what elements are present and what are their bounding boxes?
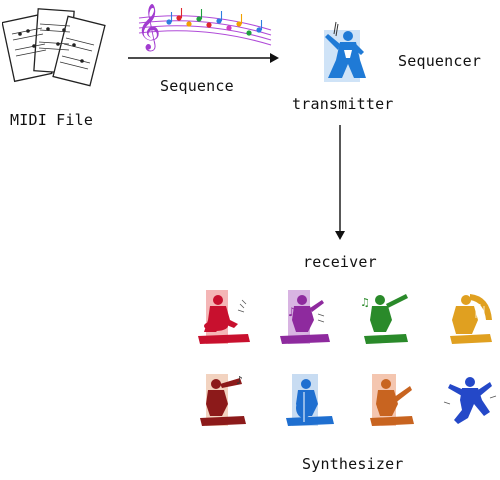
sheet-music-pages-icon xyxy=(2,4,106,104)
harpist-icon xyxy=(440,290,500,348)
clarinetist-icon: ♫ xyxy=(356,290,416,348)
drummer-icon xyxy=(194,290,254,348)
dancer-icon xyxy=(440,372,500,430)
sequence-arrow xyxy=(128,50,280,66)
sequence-label: Sequence xyxy=(160,77,234,95)
midi-file-label: MIDI File xyxy=(10,111,94,129)
svg-text:𝄞: 𝄞 xyxy=(137,4,161,52)
receiver-arrow xyxy=(332,125,348,241)
svg-text:♫: ♫ xyxy=(360,296,370,309)
violinist-icon: ♪ xyxy=(274,290,334,348)
conductor-figure-icon xyxy=(314,20,370,86)
transmitter-label: transmitter xyxy=(292,95,394,113)
svg-text:♪: ♪ xyxy=(236,374,243,387)
svg-text:♪: ♪ xyxy=(288,305,296,319)
sequencer-label: Sequencer xyxy=(398,52,482,70)
trumpeter-icon: ♪ xyxy=(194,372,254,430)
synthesizer-label: Synthesizer xyxy=(302,455,404,473)
musical-staff-notes-icon: 𝄞 xyxy=(135,0,275,52)
receiver-label: receiver xyxy=(303,253,377,271)
cellist-icon xyxy=(280,372,340,430)
guitarist-icon xyxy=(362,372,422,430)
